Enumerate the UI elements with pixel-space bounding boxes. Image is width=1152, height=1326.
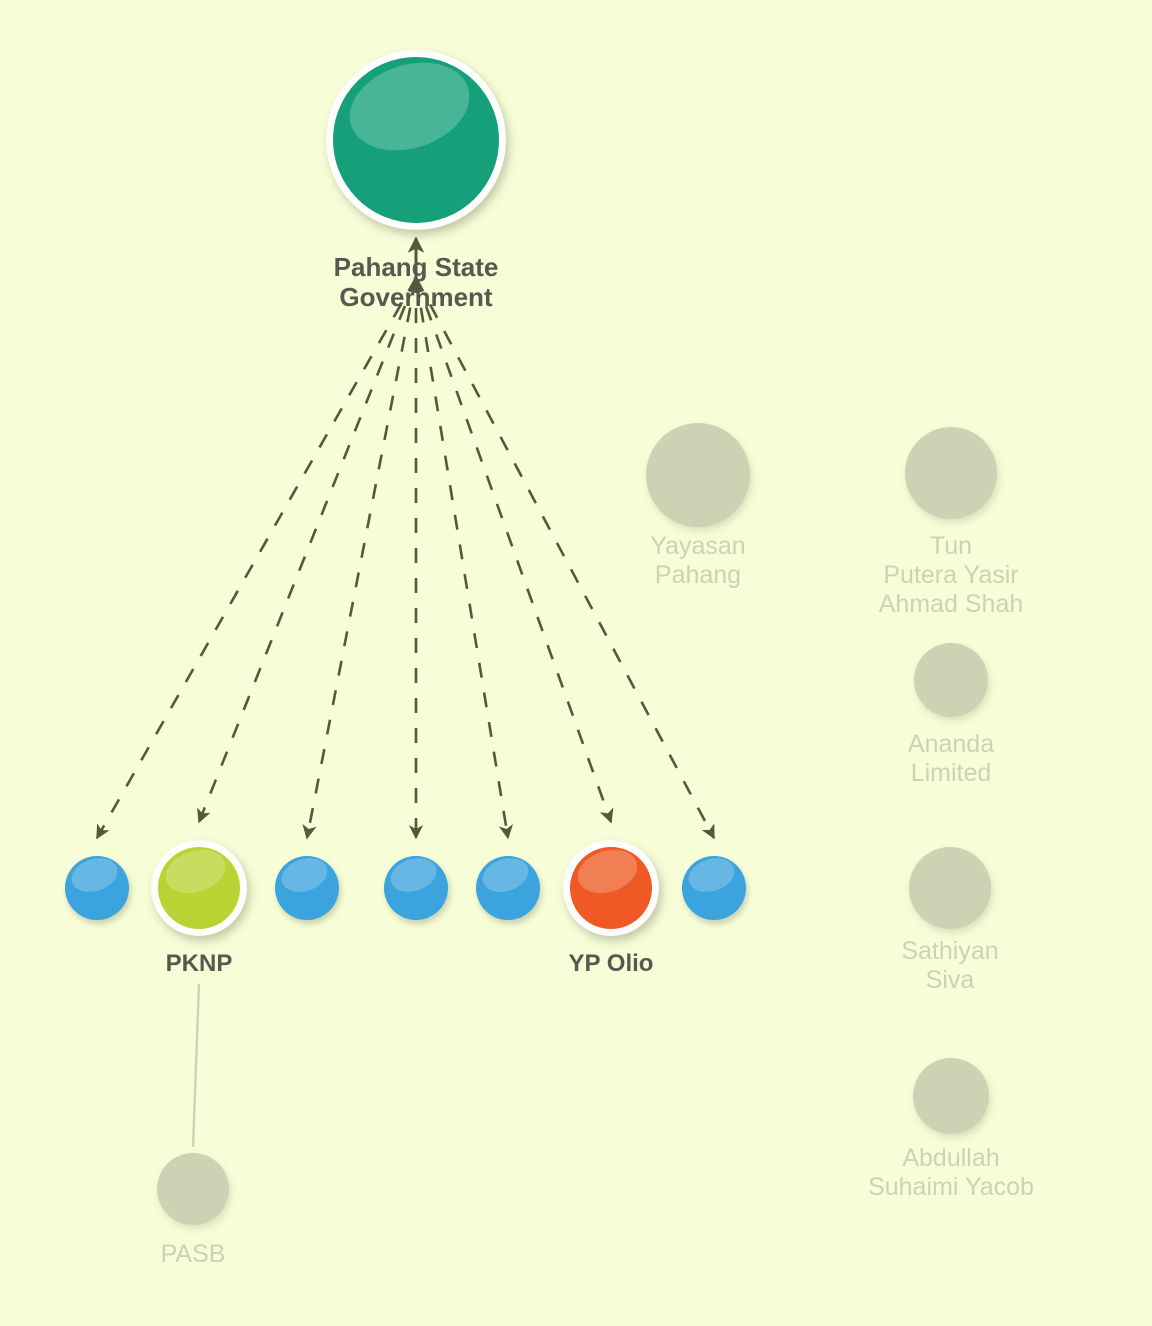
node-gloss-highlight [683, 852, 739, 898]
node-sathiyan-siva[interactable] [909, 847, 991, 929]
node-pasb[interactable] [157, 1153, 229, 1225]
node-gloss-highlight [572, 842, 643, 901]
node-label-abdullah-suhaimi-yacob: Abdullah Suhaimi Yacob [868, 1144, 1034, 1201]
node-label-sathiyan-siva: Sathiyan Siva [901, 937, 999, 994]
node-row-3[interactable] [384, 852, 448, 920]
edge-root-to-row-1 [197, 277, 418, 824]
node-row-4[interactable] [476, 852, 540, 920]
node-gloss-highlight [477, 852, 533, 898]
edge-root-to-row-0 [95, 277, 418, 840]
node-gloss-highlight [338, 48, 481, 166]
node-gloss-highlight [160, 842, 231, 901]
edge-root-to-row-2 [302, 277, 418, 840]
node-row-2[interactable] [275, 852, 339, 920]
node-label-yayasan-pahang: Yayasan Pahang [650, 532, 746, 589]
node-label-ananda-limited: Ananda Limited [907, 730, 995, 787]
node-row-0[interactable] [65, 852, 129, 920]
edge-row-1-to-faded-5 [191, 983, 201, 1148]
node-yp-olio[interactable] [563, 840, 659, 936]
node-label-pasb: PASB [160, 1240, 226, 1268]
node-gloss-highlight [276, 852, 332, 898]
edge-root-to-row-5 [414, 277, 614, 824]
node-label-tun-putera-yasir-ahmad-shah: Tun Putera Yasir Ahmad Shah [878, 532, 1024, 618]
edge-root-to-row-6 [414, 277, 716, 840]
node-row-6[interactable] [682, 852, 746, 920]
edge-root-to-row-4 [414, 277, 513, 840]
node-abdullah-suhaimi-yacob[interactable] [913, 1058, 989, 1134]
node-pahang-state-government[interactable] [326, 48, 506, 230]
node-ananda-limited[interactable] [914, 643, 988, 717]
node-label-pahang-state-government: Pahang State Government [333, 252, 499, 313]
node-gloss-highlight [385, 852, 441, 898]
node-label-pknp: PKNP [165, 950, 233, 977]
node-pknp[interactable] [151, 840, 247, 936]
node-gloss-highlight [66, 852, 122, 898]
node-yayasan-pahang[interactable] [646, 423, 750, 527]
node-label-yp-olio: YP Olio [568, 950, 654, 977]
node-tun-putera-yasir-ahmad-shah[interactable] [905, 427, 997, 519]
